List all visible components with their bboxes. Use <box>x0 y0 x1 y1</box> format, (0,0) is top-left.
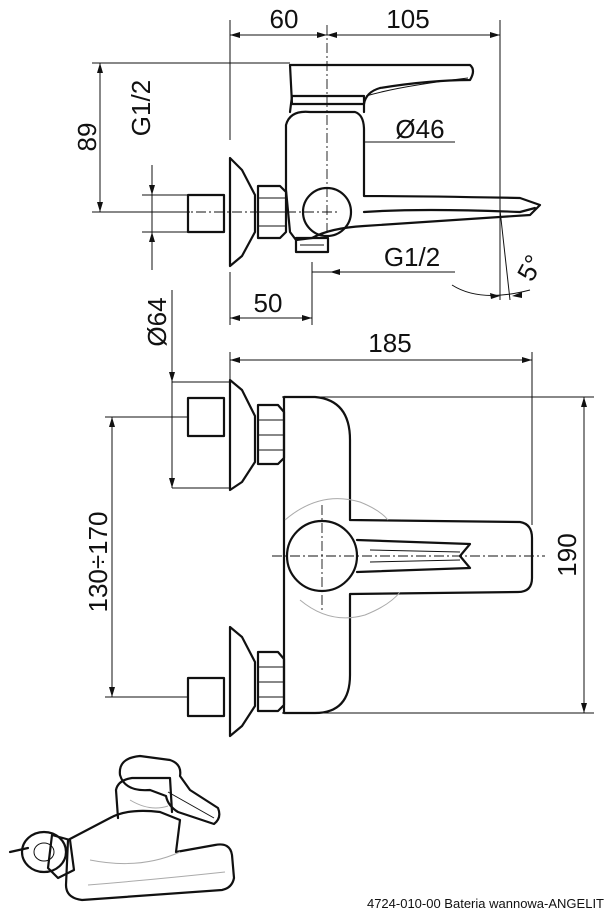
dim-thread-bottom: G1/2 <box>384 242 440 272</box>
dim-190: 190 <box>552 533 582 576</box>
dim-spacing: 130÷170 <box>83 511 113 612</box>
front-view: Ø64 185 130÷170 190 <box>83 290 594 738</box>
side-view: 60 105 89 G1/2 Ø46 G1/2 5° 50 <box>72 4 549 325</box>
dim-flange: Ø64 <box>142 297 172 346</box>
perspective-view <box>8 754 236 902</box>
drawing-caption: 4724-010-00 Bateria wannowa-ANGELIT <box>367 896 604 911</box>
dim-60: 60 <box>270 4 299 34</box>
dim-thread-top: G1/2 <box>126 80 156 136</box>
dim-105: 105 <box>386 4 429 34</box>
dim-50: 50 <box>254 288 283 318</box>
dim-185: 185 <box>368 328 411 358</box>
dim-89: 89 <box>72 123 102 152</box>
dim-diameter: Ø46 <box>395 114 444 144</box>
dim-angle: 5° <box>511 250 549 286</box>
